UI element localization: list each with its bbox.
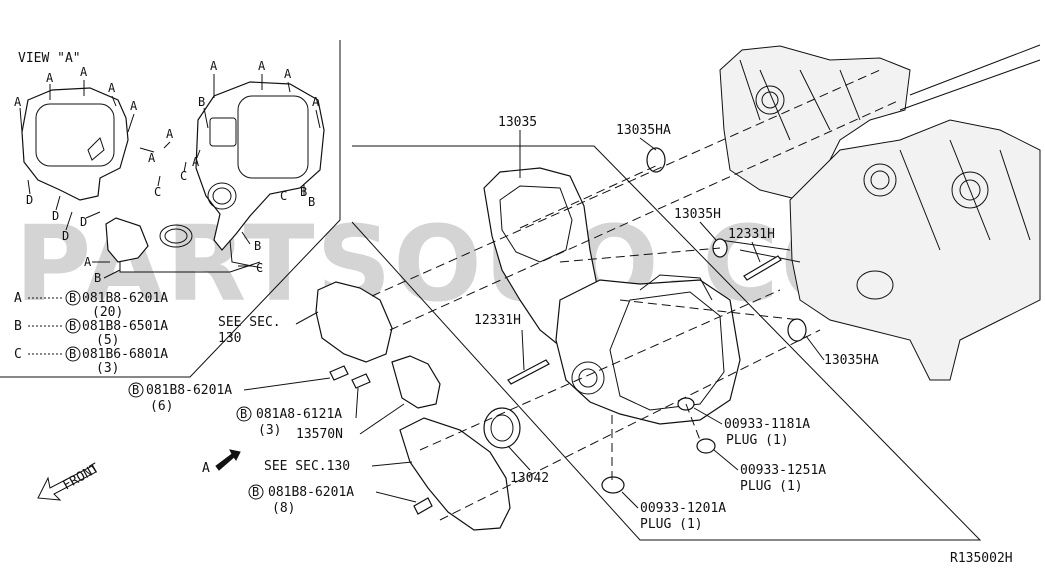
plug-00933-1251a	[696, 438, 716, 454]
view-a-title: VIEW "A"	[18, 51, 81, 66]
svg-text:A: A	[192, 155, 200, 169]
svg-text:13035HA: 13035HA	[824, 353, 879, 368]
svg-text:130: 130	[218, 331, 241, 346]
svg-text:C: C	[256, 261, 263, 275]
svg-text:A: A	[46, 71, 54, 85]
view-a-legend: A B C B B B 081B8-6201A (20) 081B8-6501A…	[14, 290, 168, 376]
svg-text:A: A	[108, 81, 116, 95]
svg-text:(20): (20)	[92, 305, 123, 320]
svg-text:D: D	[52, 209, 59, 223]
svg-text:00933-1181A: 00933-1181A	[724, 417, 810, 432]
o-ring-13035ha-bottom	[787, 318, 807, 342]
svg-text:A: A	[166, 127, 174, 141]
svg-text:(3): (3)	[96, 361, 119, 376]
svg-text:(5): (5)	[96, 333, 119, 348]
front-cover	[399, 417, 511, 531]
svg-text:C: C	[14, 347, 22, 362]
svg-text:00933-1201A: 00933-1201A	[640, 501, 726, 516]
svg-text:13570N: 13570N	[296, 427, 343, 442]
view-a-inset: VIEW "A" A A A A A A A A A A A A	[0, 40, 341, 378]
svg-text:B: B	[308, 195, 315, 209]
o-ring-13035ha-top	[646, 147, 666, 173]
svg-text:B: B	[252, 485, 259, 499]
assembly-frame	[351, 145, 982, 541]
svg-text:B: B	[132, 383, 139, 397]
svg-text:12331H: 12331H	[474, 313, 521, 328]
svg-text:B: B	[94, 271, 101, 285]
svg-text:B: B	[69, 347, 76, 361]
dowel-pin-12331h-right	[743, 255, 782, 281]
svg-text:D: D	[62, 229, 69, 243]
svg-text:081B6-6801A: 081B6-6801A	[82, 347, 168, 362]
svg-text:B: B	[69, 291, 76, 305]
svg-text:A: A	[130, 99, 138, 113]
svg-text:PLUG (1): PLUG (1)	[640, 517, 703, 532]
svg-text:(6): (6)	[150, 399, 173, 414]
upper-cover-left	[315, 281, 393, 363]
svg-text:SEE SEC.130: SEE SEC.130	[264, 459, 350, 474]
svg-text:A: A	[80, 65, 88, 79]
svg-text:A: A	[84, 255, 92, 269]
svg-text:FRONT: FRONT	[61, 461, 103, 494]
svg-text:SEE SEC.: SEE SEC.	[218, 315, 281, 330]
svg-text:081B8-6201A: 081B8-6201A	[82, 291, 168, 306]
svg-text:B: B	[14, 319, 22, 334]
bolt-icons	[329, 365, 433, 515]
svg-text:B: B	[198, 95, 205, 109]
svg-text:C: C	[280, 189, 287, 203]
svg-text:13035HA: 13035HA	[616, 123, 671, 138]
callouts: 13035 13035HA 13035H 12331H 12331H 13035…	[128, 115, 879, 532]
front-arrow: FRONT	[37, 461, 103, 501]
svg-text:081B8-6201A: 081B8-6201A	[146, 383, 232, 398]
svg-text:A: A	[202, 461, 210, 476]
view-a-arrow: A	[202, 449, 241, 476]
svg-text:A: A	[14, 95, 22, 109]
svg-text:A: A	[14, 291, 22, 306]
svg-text:13042: 13042	[510, 471, 549, 486]
svg-text:PLUG (1): PLUG (1)	[726, 433, 789, 448]
view-a-left-cover	[21, 87, 129, 201]
svg-text:081B8-6501A: 081B8-6501A	[82, 319, 168, 334]
svg-text:A: A	[210, 59, 218, 73]
plug-00933-1201a	[601, 476, 625, 494]
svg-text:13035: 13035	[498, 115, 537, 130]
svg-text:C: C	[154, 185, 161, 199]
svg-text:(3): (3)	[258, 423, 281, 438]
svg-text:A: A	[148, 151, 156, 165]
svg-text:081B8-6201A: 081B8-6201A	[268, 485, 354, 500]
svg-text:B: B	[240, 407, 247, 421]
svg-text:B: B	[254, 239, 261, 253]
dowel-pin-12331h-left	[507, 359, 550, 385]
timing-case-13035	[483, 167, 741, 425]
cover-13570n	[391, 355, 441, 409]
svg-text:A: A	[312, 95, 320, 109]
svg-text:D: D	[26, 193, 33, 207]
svg-text:C: C	[180, 169, 187, 183]
svg-text:12331H: 12331H	[728, 227, 775, 242]
svg-text:B: B	[69, 319, 76, 333]
svg-text:A: A	[258, 59, 266, 73]
diagram-code: R135002H	[950, 551, 1013, 566]
svg-text:081A8-6121A: 081A8-6121A	[256, 407, 342, 422]
svg-text:(8): (8)	[272, 501, 295, 516]
svg-text:00933-1251A: 00933-1251A	[740, 463, 826, 478]
seal-13042	[483, 407, 521, 449]
projection-lines	[371, 69, 901, 521]
view-a-lower-cover	[105, 217, 149, 263]
engine-block	[719, 44, 1041, 381]
view-a-bolt-labels: A A A A A A A A A A A A B B B B C C C D …	[14, 59, 321, 285]
svg-text:13035H: 13035H	[674, 207, 721, 222]
svg-text:D: D	[80, 215, 87, 229]
svg-text:A: A	[284, 67, 292, 81]
svg-text:PLUG (1): PLUG (1)	[740, 479, 803, 494]
